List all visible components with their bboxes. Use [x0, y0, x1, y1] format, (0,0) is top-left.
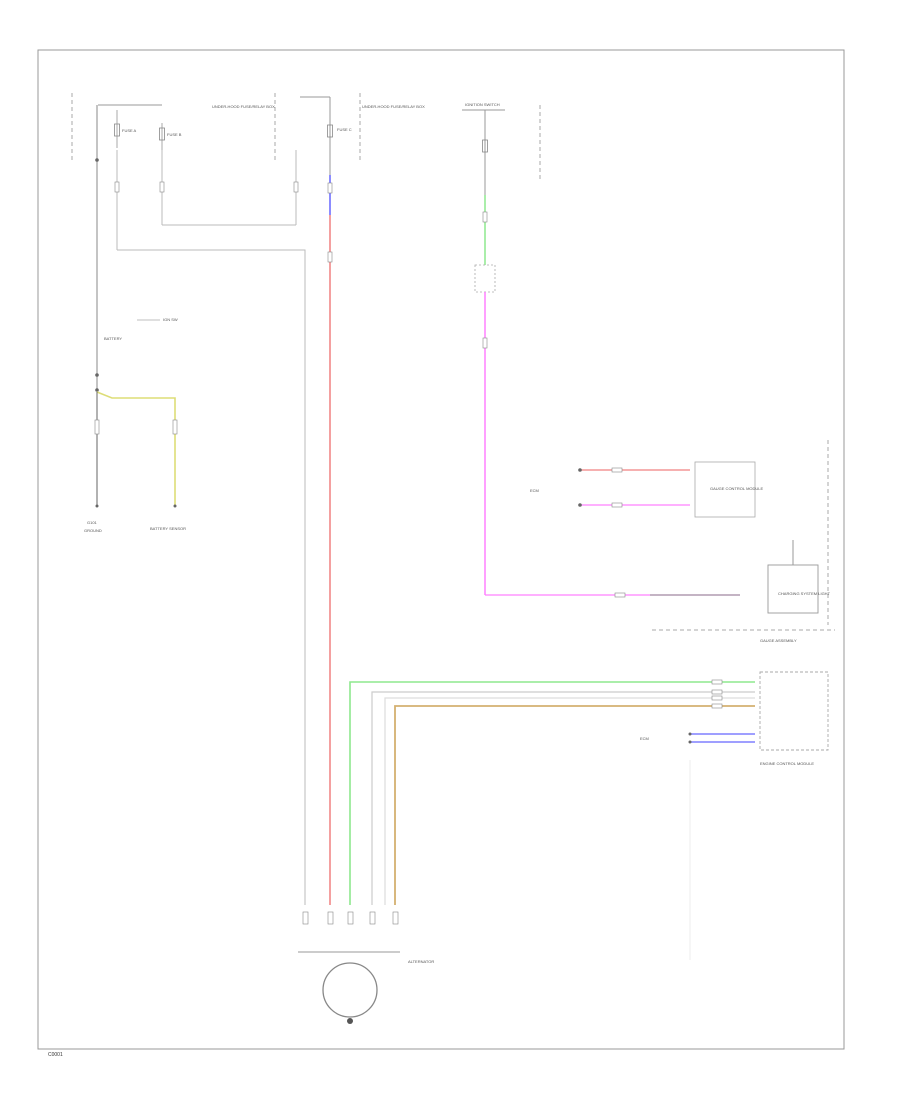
fuse-icon	[327, 124, 333, 138]
ig-switch-label: IGN SW	[163, 317, 178, 322]
charging-light-label: CHARGING SYSTEM LIGHT	[778, 591, 831, 596]
fuse-block-top-label: UNDER-HOOD FUSE/RELAY BOX	[212, 104, 275, 109]
pcm-label: ENGINE CONTROL MODULE	[760, 761, 814, 766]
battery-sensor-label: BATTERY SENSOR	[150, 526, 186, 531]
fuse-c-label: FUSE C	[337, 127, 352, 132]
ignition-feed: IGNITION SWITCH	[462, 102, 740, 598]
ground-icon	[347, 1018, 353, 1024]
diagram-frame	[37, 49, 845, 1050]
footer-id: C0001	[48, 1052, 63, 1058]
gauge-control-module: ECM GAUGE CONTROL MODULE CHARGING SYSTEM…	[530, 440, 835, 643]
fuse-block-center: FUSE C UNDER-HOOD FUSE/RELAY BOX	[300, 93, 425, 905]
fuse-icon	[159, 123, 165, 150]
alternator-icon	[322, 962, 378, 1018]
ecm-a-label: ECM	[530, 488, 539, 493]
alternator: ALTERNATOR	[298, 911, 434, 1024]
fuse-a-label: FUSE A	[122, 128, 137, 133]
alternator-bus: ECM ENGINE CONTROL MODULE	[349, 671, 829, 905]
fuse-icon	[482, 139, 488, 153]
gauge-assembly-label: GAUGE ASSEMBLY	[760, 638, 797, 643]
battery-circuit: IGN SW BATTERY G101 GROUND BATTERY SENSO…	[84, 317, 186, 533]
ecm-b-label: ECM	[640, 736, 649, 741]
fuse-icon	[114, 110, 120, 148]
battery-label: BATTERY	[104, 336, 122, 341]
fuse-block-left: UNDER-HOOD FUSE/RELAY BOX FUSE A FUSE B	[71, 93, 306, 905]
ground-label: GROUND	[84, 528, 102, 533]
ig-box-label: IGNITION SWITCH	[465, 102, 500, 107]
gauge-control-label: GAUGE CONTROL MODULE	[710, 486, 764, 491]
alternator-label: ALTERNATOR	[408, 959, 434, 964]
g101-label: G101	[87, 520, 98, 525]
fuse-b-label: FUSE B	[167, 132, 182, 137]
under-hood-block-label: UNDER-HOOD FUSE/RELAY BOX	[362, 104, 425, 109]
